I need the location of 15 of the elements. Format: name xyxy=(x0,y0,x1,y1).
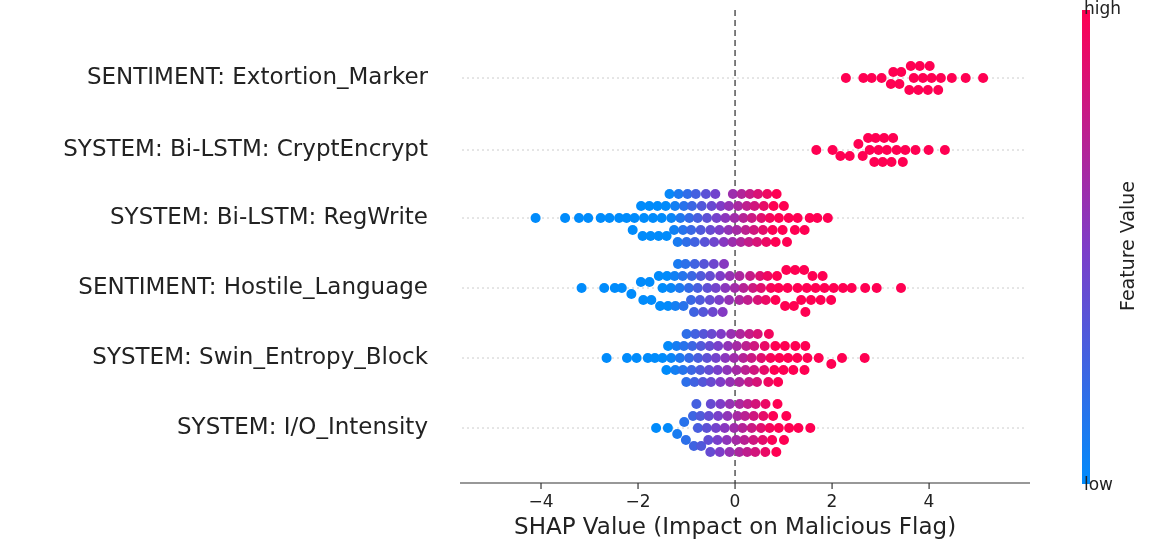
tick-label: −2 xyxy=(625,491,651,511)
feature-label: SYSTEM: Bi-LSTM: CryptEncrypt xyxy=(63,135,428,161)
feature-label: SENTIMENT: Extortion_Marker xyxy=(86,63,428,89)
feature-label: SYSTEM: Bi-LSTM: RegWrite xyxy=(110,203,428,229)
feature-label: SENTIMENT: Hostile_Language xyxy=(78,273,428,299)
axis-title: SHAP Value (Impact on Malicious Flag) xyxy=(514,513,957,539)
feature-label: SYSTEM: Swin_Entropy_Block xyxy=(92,343,428,369)
tick-label: 2 xyxy=(826,491,838,511)
colorbar-label: low xyxy=(1084,474,1114,494)
tick-label: 0 xyxy=(729,491,741,511)
tick-label: 4 xyxy=(923,491,935,511)
feature-label: SYSTEM: I/O_Intensity xyxy=(177,413,428,439)
colorbar-label: high xyxy=(1084,0,1122,18)
colorbar-title: Feature Value xyxy=(1116,181,1138,311)
tick-label: −4 xyxy=(528,491,554,511)
